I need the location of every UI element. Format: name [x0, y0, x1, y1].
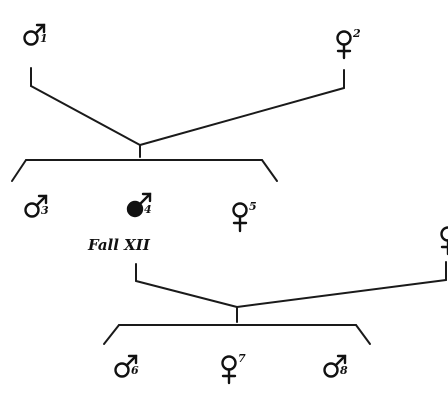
male-icon — [24, 194, 48, 218]
sibship-left-leg-1 — [11, 159, 27, 182]
child4-diagonal-line — [135, 280, 238, 308]
sibship-left-leg-2 — [103, 324, 120, 345]
mother-diagonal-line — [139, 87, 345, 146]
individual-number-8: 8 — [340, 364, 348, 377]
individual-number-5: 5 — [249, 200, 257, 213]
female-icon — [440, 226, 448, 256]
sibship-right-leg-1 — [261, 159, 278, 182]
individual-number-4: 4 — [144, 203, 152, 216]
male-icon — [23, 23, 46, 46]
spouse-diagonal-line — [236, 279, 447, 308]
gen2-connector — [135, 261, 447, 323]
gen2-sibship — [11, 159, 278, 182]
affected-male-icon — [126, 192, 152, 218]
father-diagonal-line — [30, 85, 141, 146]
case-caption: Fall XII — [88, 236, 150, 254]
female-icon — [232, 202, 248, 233]
individual-number-6: 6 — [131, 364, 139, 377]
sibship-right-leg-2 — [355, 324, 371, 345]
gen3-sibship — [103, 324, 371, 345]
individual-number-7: 7 — [238, 352, 246, 365]
female-icon — [336, 30, 352, 60]
male-icon — [323, 354, 347, 378]
gen1-connector — [30, 67, 345, 158]
male-icon — [114, 354, 138, 378]
individual-number-2: 2 — [353, 27, 361, 40]
female-icon — [221, 355, 237, 385]
individual-number-1: 1 — [40, 32, 48, 45]
individual-number-3: 3 — [41, 204, 49, 217]
